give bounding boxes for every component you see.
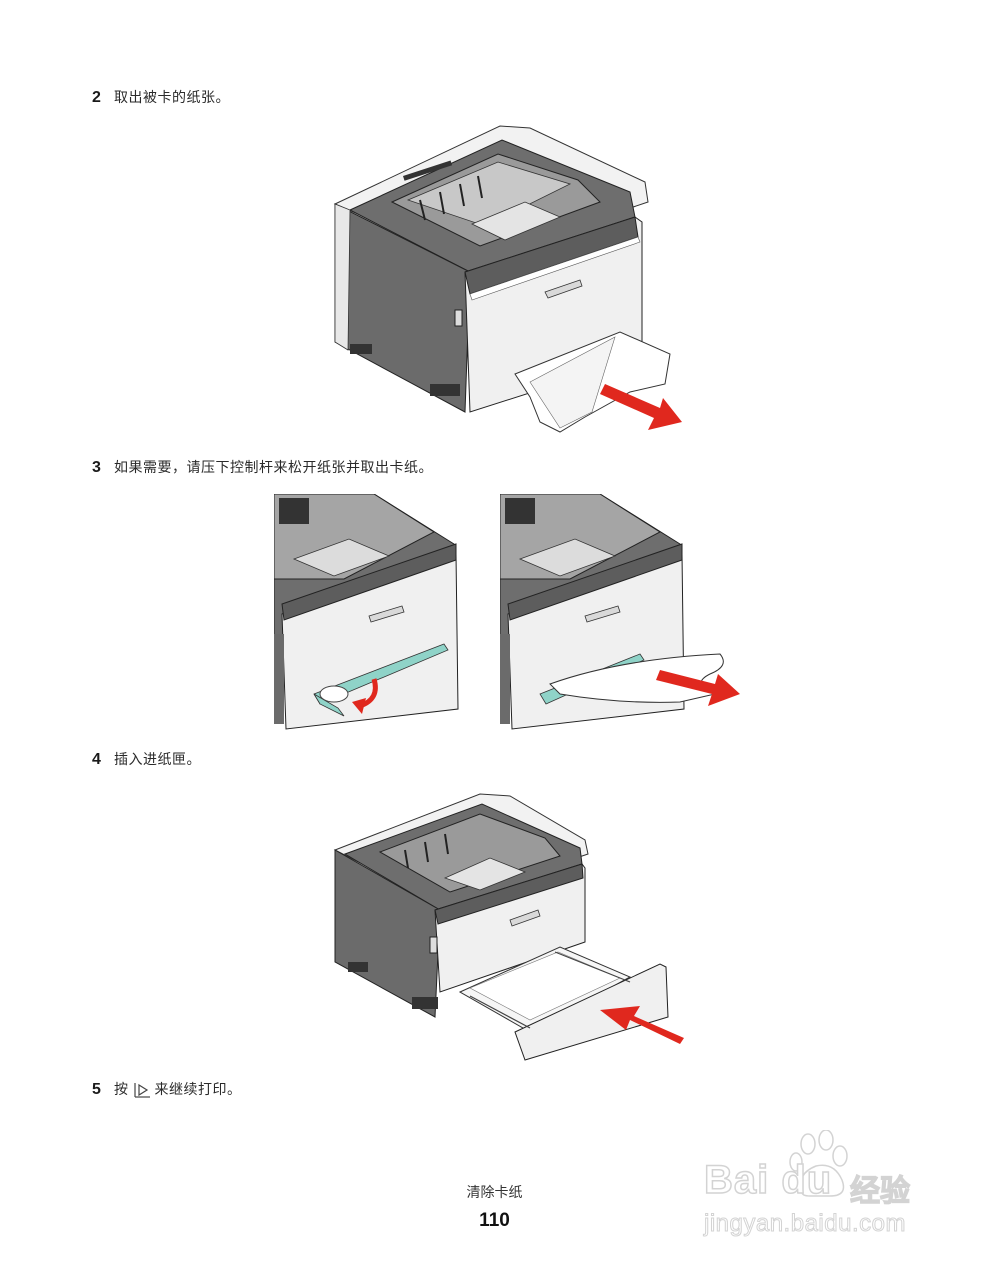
step-number: 2 <box>92 89 101 106</box>
page-number: 110 <box>479 1210 510 1231</box>
step-text-before: 按 <box>114 1082 129 1098</box>
printer-paper-removal-figure <box>333 125 682 433</box>
insert-tray-figure <box>333 793 684 1061</box>
watermark-brand: Bai du <box>703 1157 833 1203</box>
pull-jammed-paper-figure <box>500 494 740 730</box>
baidu-watermark: Bai du 经验 jingyan.baidu.com <box>700 1130 940 1240</box>
step-2: 2 取出被卡的纸张。 <box>92 88 230 108</box>
step-text: 取出被卡的纸张。 <box>114 90 230 106</box>
watermark-url: jingyan.baidu.com <box>704 1210 906 1238</box>
step-4: 4 插入进纸匣。 <box>92 750 201 770</box>
section-title: 清除卡纸 <box>466 1185 523 1201</box>
paw-logo-icon <box>789 1130 848 1197</box>
step-3: 3 如果需要，请压下控制杆来松开纸张并取出卡纸。 <box>92 458 433 478</box>
step-number: 3 <box>92 459 101 476</box>
step-number: 5 <box>92 1081 101 1098</box>
step-number: 4 <box>92 751 101 768</box>
release-lever-figure <box>274 494 459 730</box>
watermark-brand-cn: 经验 <box>849 1173 910 1209</box>
step-text-after: 来继续打印。 <box>154 1082 242 1098</box>
continue-key-icon <box>133 1082 150 1098</box>
step-5: 5 按 来继续打印。 <box>92 1080 242 1100</box>
step-text: 如果需要，请压下控制杆来松开纸张并取出卡纸。 <box>114 460 433 476</box>
step-text: 插入进纸匣。 <box>114 752 201 768</box>
